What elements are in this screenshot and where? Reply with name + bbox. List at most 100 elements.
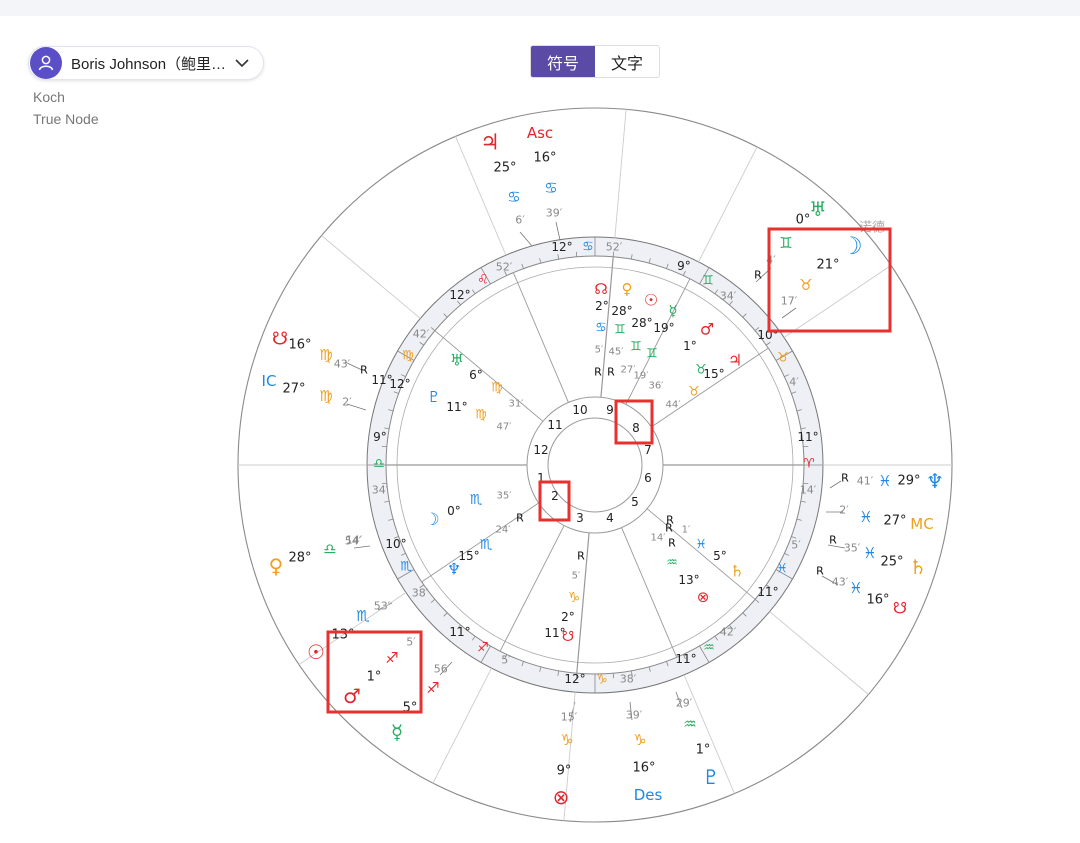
zodiac-tick	[682, 270, 686, 276]
zodiac-tick	[504, 270, 508, 276]
inner-minute-label: 14′	[651, 533, 667, 544]
zodiac-tick	[775, 350, 793, 361]
inner-planet-glyph: ♊	[646, 347, 658, 362]
zodiac-tick	[384, 427, 390, 430]
house-number: 1	[537, 471, 545, 485]
text-mode-button[interactable]: 文字	[595, 46, 659, 77]
outer-degree-label: 27°	[883, 514, 906, 529]
outer-glyph: ♓	[859, 508, 872, 526]
zodiac-tick	[471, 289, 476, 295]
inner-planet-glyph: ♉	[688, 385, 700, 400]
outer-glyph: ♊	[779, 234, 792, 252]
outer-glyph: Des	[634, 786, 663, 804]
zodiac-tick	[666, 661, 669, 667]
zodiac-tick	[800, 500, 806, 503]
outer-minute-label: 15′	[561, 711, 578, 724]
cusp-minute-label: 34′	[372, 484, 389, 497]
zodiac-ring-sign: ♍	[402, 349, 414, 364]
house-number-ring-inner	[547, 417, 643, 513]
retrograde-marker: R	[516, 512, 524, 525]
inner-planet-glyph: ♊	[630, 340, 642, 355]
inner-minute-label: 5′	[572, 571, 581, 582]
outer-minute-label: 35′	[844, 542, 861, 555]
zodiac-tick	[754, 599, 760, 603]
outer-house-line	[298, 592, 407, 666]
retrograde-marker: R	[841, 472, 849, 485]
zodiac-tick	[648, 666, 651, 672]
outer-minute-label: 39′	[626, 709, 643, 722]
zodiac-tick	[791, 536, 797, 539]
outer-minute-label: 41′	[857, 475, 874, 488]
outer-house-line	[455, 136, 507, 256]
zodiac-tick	[393, 391, 399, 394]
outer-minute-label: 5′	[406, 636, 416, 649]
zodiac-tick	[557, 254, 560, 260]
zodiac-ring-sign: ♌	[477, 273, 489, 288]
outer-minute-label: 4′	[766, 254, 776, 267]
inner-degree-label: 6°	[469, 368, 483, 382]
house-number: 5	[631, 495, 639, 509]
cusp-degree-label: 12°	[551, 240, 572, 254]
zodiac-tick	[630, 254, 633, 260]
zodiac-tick	[714, 635, 719, 641]
zodiac-ring-sign: ♊	[702, 274, 714, 289]
inner-planet-glyph: ♍	[491, 381, 503, 396]
person-selector[interactable]: Boris Johnson（鲍里…	[28, 46, 264, 80]
retrograde-marker: R	[607, 366, 615, 379]
outer-house-line	[321, 235, 421, 319]
chevron-down-icon	[235, 58, 249, 68]
zodiac-tick	[430, 327, 436, 331]
zodiac-ring-sign: ♈	[803, 457, 815, 472]
retrograde-marker: R	[594, 366, 602, 379]
outer-degree-label: 16°	[288, 338, 311, 353]
zodiac-tick	[714, 289, 719, 295]
inner-planet-glyph: ♏	[470, 492, 483, 508]
zodiac-tick	[443, 612, 448, 617]
outer-glyph: ♍	[319, 346, 332, 364]
house-cusp-line	[434, 330, 544, 422]
house-number: 11	[547, 418, 562, 432]
symbol-mode-button[interactable]: 符号	[531, 46, 595, 77]
outer-degree-label: 29°	[897, 474, 920, 489]
outer-house-line	[769, 611, 869, 695]
top-bar	[0, 0, 1080, 16]
inner-degree-label: 15°	[458, 549, 479, 563]
inner-minute-label: 24′	[496, 525, 512, 536]
outer-minute-label: 43′	[832, 576, 849, 589]
cusp-degree-label: 10°	[385, 537, 406, 551]
inner-planet-glyph: ☋	[562, 629, 574, 645]
label-connector	[439, 661, 453, 676]
outer-degree-label: 1°	[367, 670, 382, 685]
outer-glyph: MC	[910, 515, 933, 533]
highlight-boxes	[326, 227, 892, 714]
outer-glyph: ☉	[307, 640, 325, 664]
outer-glyph: ♎	[323, 540, 336, 558]
label-connector	[519, 231, 533, 247]
outer-degree-label: 25°	[493, 161, 516, 176]
label-connector	[629, 701, 633, 721]
outer-glyph: ♍	[319, 387, 332, 405]
highlight-box	[767, 227, 892, 333]
outer-minute-label: 53′	[374, 600, 391, 613]
zodiac-ring-sign: ♎	[373, 457, 385, 472]
outer-glyph: Asc	[527, 124, 553, 142]
label-connector	[346, 403, 367, 411]
inner-minute-label: 47′	[497, 422, 513, 433]
inner-minute-label: 27′	[621, 365, 637, 376]
outer-glyph: ♋	[544, 179, 557, 197]
house-cusp-line	[621, 527, 678, 658]
wheel-structure	[237, 107, 953, 823]
outer-glyph: ♂	[343, 684, 361, 708]
outer-minute-label: 43′	[334, 358, 351, 371]
cusp-minute-label: 34′	[720, 290, 737, 303]
outer-glyph: ♋	[507, 188, 520, 206]
zodiac-tick	[457, 624, 461, 630]
inner-degree-label: 0°	[447, 504, 461, 518]
zodiac-tick	[419, 584, 425, 589]
inner-planet-glyph: ♋	[595, 321, 607, 336]
house-cusp-line	[646, 508, 756, 600]
zodiac-tick	[729, 300, 733, 306]
outer-house-line	[683, 674, 735, 794]
outer-house-line	[614, 109, 627, 238]
